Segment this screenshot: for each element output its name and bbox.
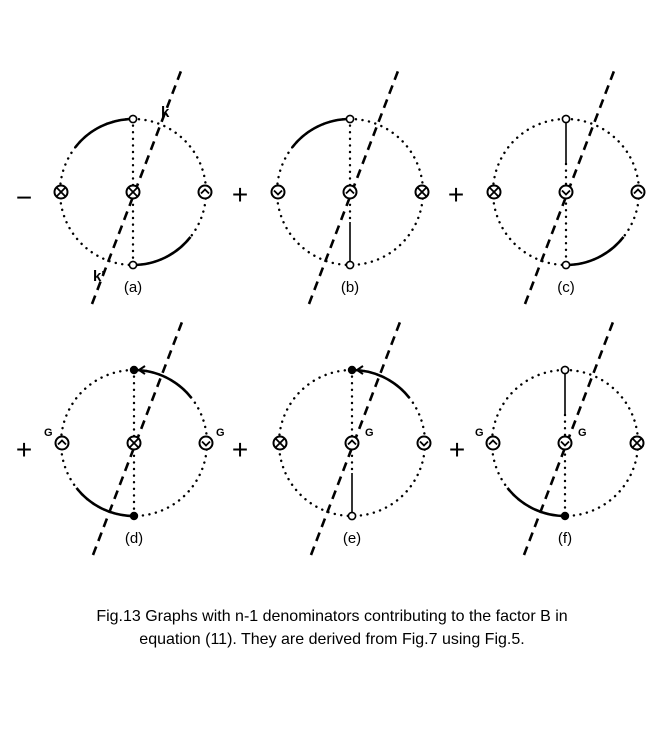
- graph-a: (a) − k k': [16, 70, 213, 305]
- open-vertex: [561, 260, 571, 270]
- otimes-stroke: [275, 438, 285, 448]
- chevron-mark: [347, 439, 357, 446]
- ominus-symbol: [54, 435, 70, 451]
- ominus-symbol: [342, 184, 358, 200]
- filled-vertex: [129, 511, 139, 521]
- graph-label: (d): [125, 530, 143, 547]
- ominus-symbol: [270, 184, 286, 200]
- momentum-label-k-prime: k': [93, 268, 105, 285]
- graph-label: (c): [557, 279, 575, 296]
- ominus-symbol: [416, 435, 432, 451]
- filled-vertex: [129, 365, 139, 375]
- ominus-symbol: [485, 435, 501, 451]
- chevron-mark: [57, 439, 67, 446]
- otimes-stroke: [489, 187, 499, 197]
- graph-f: G G (f) +: [449, 321, 645, 556]
- chevron-mark: [201, 440, 211, 447]
- plus-sign: +: [232, 434, 248, 465]
- graph-d: G G (d) +: [16, 321, 225, 556]
- chevron-mark: [273, 189, 283, 196]
- filled-vertex: [560, 511, 570, 521]
- propagator-arc: [351, 368, 411, 399]
- momentum-label-k: k: [161, 104, 170, 121]
- feynman-graphs-figure: (a) − k k' (b) + (c) + G G (d) + G (e) + G G (f) +: [16, 70, 646, 556]
- arrow-head-icon: [137, 365, 146, 375]
- propagator-arc: [565, 236, 625, 267]
- open-vertex: [128, 260, 138, 270]
- otimes-stroke: [129, 438, 139, 448]
- propagator-arc: [132, 236, 192, 267]
- plus-sign: +: [232, 179, 248, 210]
- arrow-head-icon: [355, 365, 364, 375]
- open-vertex: [560, 365, 570, 375]
- open-vertex: [345, 114, 355, 124]
- otimes-stroke: [128, 187, 138, 197]
- propagator-arc: [74, 117, 134, 148]
- propagator-arc: [506, 487, 566, 518]
- otimes-stroke: [417, 187, 427, 197]
- figure-caption-line2: equation (11). They are derived from Fig…: [139, 631, 525, 648]
- ominus-symbol: [197, 184, 213, 200]
- ominus-symbol: [344, 435, 360, 451]
- ominus-symbol: [198, 435, 214, 451]
- chevron-mark: [561, 189, 571, 196]
- graph-label: (a): [124, 279, 142, 296]
- chevron-mark: [200, 188, 210, 195]
- open-vertex: [345, 260, 355, 270]
- open-vertex: [128, 114, 138, 124]
- open-vertex: [561, 114, 571, 124]
- chevron-mark: [633, 188, 643, 195]
- open-vertex: [347, 511, 357, 521]
- ominus-symbol: [558, 184, 574, 200]
- otimes-stroke: [632, 438, 642, 448]
- otimes-stroke: [56, 187, 66, 197]
- propagator-arc: [75, 487, 135, 518]
- graph-c: (c) +: [448, 70, 646, 305]
- chevron-mark: [488, 439, 498, 446]
- ominus-symbol: [630, 184, 646, 200]
- chevron-mark: [560, 440, 570, 447]
- graph-label: (b): [341, 279, 359, 296]
- graph-label: (e): [343, 530, 361, 547]
- plus-sign: +: [16, 434, 32, 465]
- figure-caption-line1: Fig.13 Graphs with n-1 denominators cont…: [96, 608, 568, 625]
- ominus-symbol: [557, 435, 573, 451]
- plus-sign: +: [449, 434, 465, 465]
- minus-sign: −: [16, 182, 32, 213]
- filled-vertex: [347, 365, 357, 375]
- g-mark-label: G: [365, 427, 374, 439]
- plus-sign: +: [448, 179, 464, 210]
- g-mark-label: G: [44, 427, 53, 439]
- graph-b: (b) +: [232, 70, 430, 305]
- chevron-mark: [345, 188, 355, 195]
- graph-label: (f): [558, 530, 572, 547]
- chevron-mark: [419, 440, 429, 447]
- g-mark-label: G: [216, 427, 225, 439]
- propagator-arc: [291, 117, 351, 148]
- g-mark-label: G: [475, 427, 484, 439]
- graph-e: G (e) +: [232, 321, 432, 556]
- g-mark-label: G: [578, 427, 587, 439]
- propagator-arc: [133, 368, 193, 399]
